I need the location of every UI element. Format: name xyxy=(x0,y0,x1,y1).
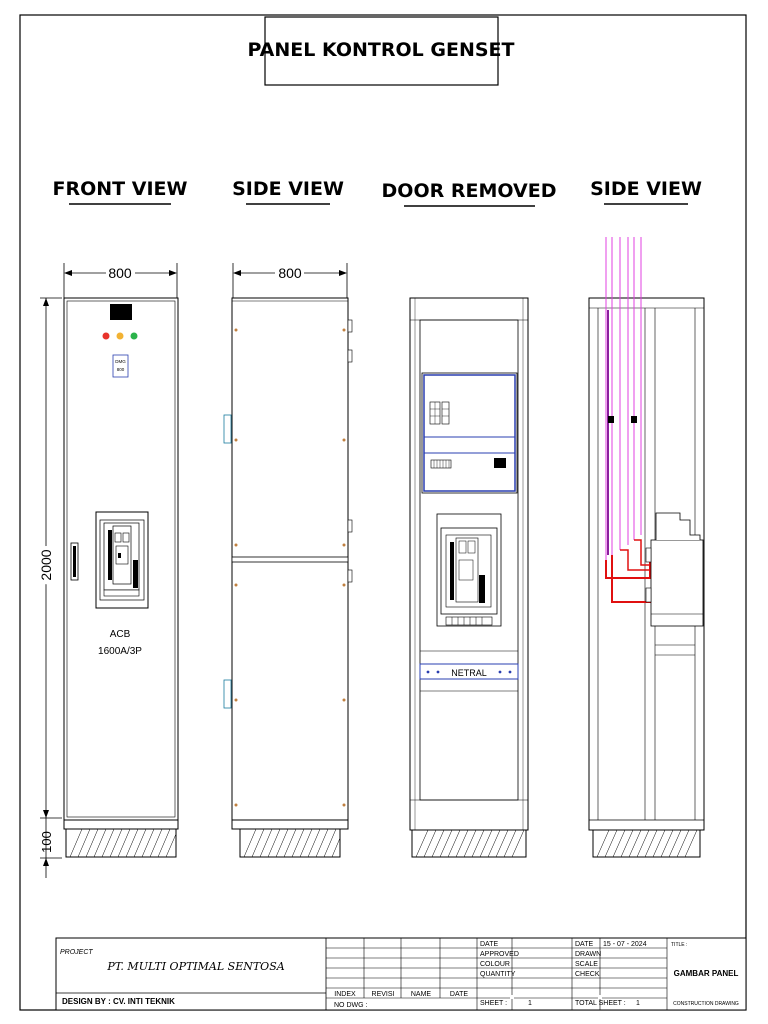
no-dwg-label: NO DWG : xyxy=(334,1002,367,1009)
project-caption: PROJECT xyxy=(60,949,93,956)
info2-label-scale: SCALE xyxy=(575,961,598,968)
title-value: GAMBAR PANEL xyxy=(674,969,739,978)
design-by: DESIGN BY : CV. INTI TEKNIK xyxy=(62,997,175,1006)
drawing-type: CONSTRUCTION DRAWING xyxy=(673,1001,739,1007)
lamp-green-icon xyxy=(130,332,138,340)
info-label-approved: APPROVED xyxy=(480,951,519,958)
acb-internal xyxy=(436,513,502,627)
sheet-value: 1 xyxy=(528,1000,532,1007)
info2-label-check: CHECK xyxy=(575,971,600,978)
rev-header-revisi: REVISI xyxy=(372,991,395,998)
front-view-heading: FRONT VIEW xyxy=(53,178,188,200)
info2-label-date: DATE xyxy=(575,941,593,948)
front-base xyxy=(65,828,177,858)
front-width-label: 800 xyxy=(108,265,132,281)
door-removed-base xyxy=(411,829,527,858)
height-dimension: 2000 2000 100 xyxy=(34,297,62,878)
info-label-quantity: QUANTITY xyxy=(480,971,516,978)
total-sheet-value: 1 xyxy=(636,1000,640,1007)
project-name: PT. MULTI OPTIMAL SENTOSA xyxy=(106,960,284,973)
info-label-sheet: SHEET : xyxy=(480,1000,507,1007)
lamp-yellow-icon xyxy=(116,332,124,340)
info2-label-drawn: DRAWN xyxy=(575,951,601,958)
side-view-2 xyxy=(588,237,705,858)
dmg-meter xyxy=(112,354,129,378)
title-block: PROJECT PT. MULTI OPTIMAL SENTOSA DESIGN… xyxy=(55,937,747,1011)
busbar-label: NETRAL xyxy=(451,668,487,678)
acb-front xyxy=(95,511,149,609)
meter-label: DMG xyxy=(115,359,126,364)
control-plate xyxy=(421,372,518,494)
front-width-dimension: 800 xyxy=(63,263,178,298)
side-view-heading: SIDE VIEW xyxy=(232,178,344,200)
lamp-red-icon xyxy=(102,332,110,340)
front-view: 800 2000 2000 100 xyxy=(34,263,179,878)
date-value: 15 - 07 - 2024 xyxy=(603,941,647,948)
side-width-dimension: 800 xyxy=(232,263,348,298)
drawing-title: PANEL KONTROL GENSET xyxy=(248,39,515,61)
acb-side xyxy=(645,512,704,627)
side-2-base xyxy=(592,829,701,858)
title-caption: TITLE : xyxy=(671,942,687,948)
svg-text:800: 800 xyxy=(117,367,125,372)
controller-display xyxy=(110,304,132,320)
breaker-name-label: ACB xyxy=(110,629,131,640)
neutral-busbar: NETRAL xyxy=(419,650,519,692)
cable-bundle xyxy=(605,237,653,603)
rev-header-date: DATE xyxy=(450,991,468,998)
base-height-label: 100 xyxy=(39,831,54,853)
side-width-label: 800 xyxy=(278,265,302,281)
door-removed-view: NETRAL xyxy=(409,297,529,858)
door-removed-heading: DOOR REMOVED xyxy=(382,180,557,202)
view-headings: FRONT VIEW SIDE VIEW DOOR REMOVED SIDE V… xyxy=(53,178,702,207)
rev-header-name: NAME xyxy=(411,991,432,998)
side-base xyxy=(239,828,341,858)
side-view-1: 800 xyxy=(223,263,353,858)
rev-header-index: INDEX xyxy=(334,991,356,998)
height-label: 2000 xyxy=(38,549,54,580)
breaker-rating-label: 1600A/3P xyxy=(98,646,142,657)
info-label-date: DATE xyxy=(480,941,498,948)
title-box: PANEL KONTROL GENSET xyxy=(248,16,515,86)
info-label-colour: COLOUR xyxy=(480,961,510,968)
side-view-2-heading: SIDE VIEW xyxy=(590,178,702,200)
info2-label-total-sheet: TOTAL SHEET : xyxy=(575,1000,626,1007)
